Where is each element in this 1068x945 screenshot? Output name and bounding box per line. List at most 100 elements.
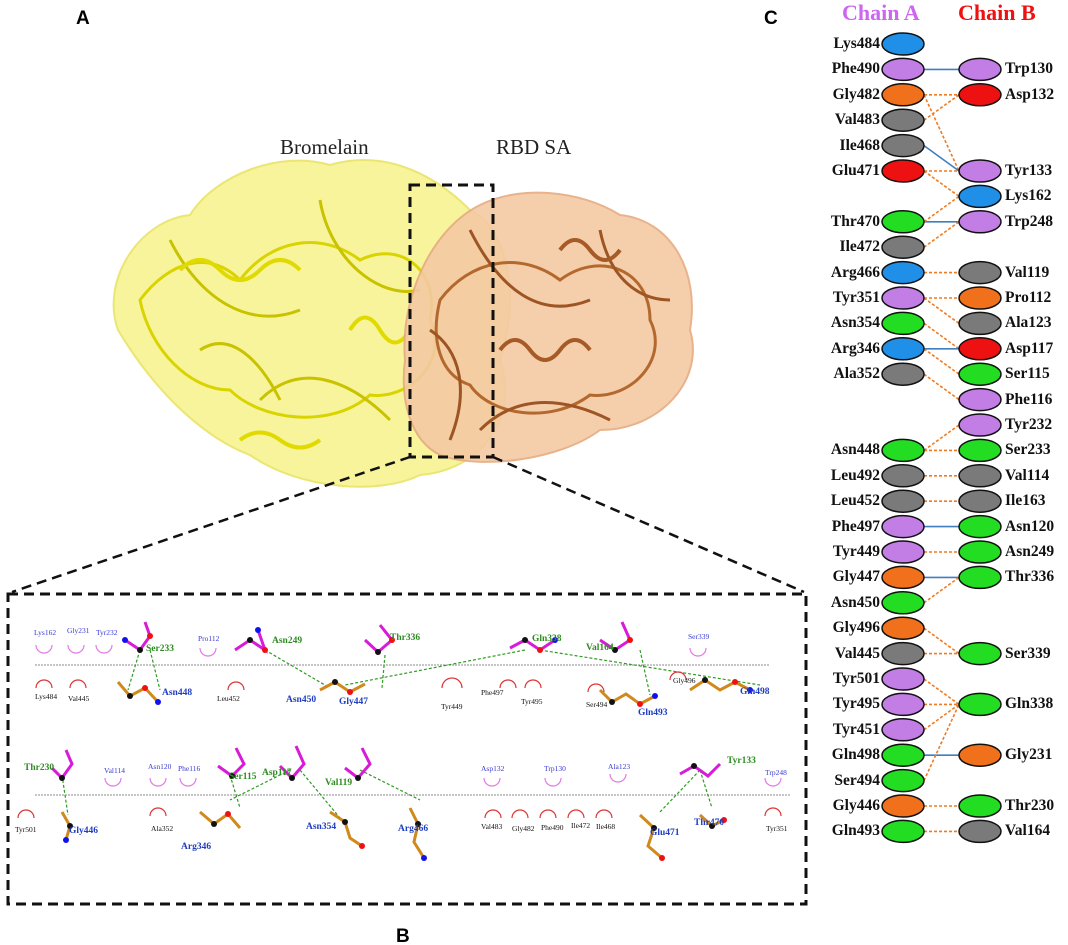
ligplot-top-hydrophobic-residue: Tyr449	[441, 702, 463, 711]
interface-contact-lines	[923, 68, 960, 833]
ligplot-bottom-hbond-residue: Asp117	[262, 768, 292, 778]
chain-b-residue: Gly231	[1005, 746, 1053, 764]
chain-a-residue: Leu492	[830, 466, 880, 484]
ligplot-bottom-hydrophobic-residue: Phe116	[178, 764, 201, 773]
residue-ellipse	[881, 235, 925, 259]
residue-ellipse	[958, 692, 1002, 717]
ligplot-bottom-hbond-residue: Gly446	[69, 826, 99, 836]
ligplot-bottom-hydrophobic-residue: Val114	[104, 766, 125, 775]
residue-ellipse	[881, 311, 925, 336]
ligplot-bottom-hydrophobic-residue: Tyr501	[15, 825, 37, 834]
chain-b-residue-ellipses	[958, 57, 1002, 844]
residue-ellipse	[958, 387, 1002, 412]
residue-ellipse	[881, 337, 925, 361]
panel-letter-a: A	[76, 8, 90, 29]
chain-a-residue: Lys484	[833, 35, 880, 52]
residue-ellipse	[881, 768, 925, 793]
residue-ellipse	[958, 464, 1002, 488]
chain-a-residue: Tyr351	[832, 289, 880, 306]
residue-ellipse	[881, 57, 925, 82]
residue-ellipse	[881, 210, 925, 234]
zoom-line-left	[11, 455, 411, 594]
chain-b-residue: Asn249	[1005, 543, 1055, 560]
residue-ellipse	[881, 286, 925, 310]
residue-ellipse	[881, 565, 925, 590]
chain-a-residue: Val445	[834, 644, 880, 662]
contact-line	[923, 348, 960, 375]
chain-b-residue: Asp132	[1005, 85, 1055, 103]
chain-a-residue: Arg466	[830, 263, 880, 281]
residue-ellipse	[958, 210, 1002, 234]
chain-b-residue: Val114	[1005, 466, 1050, 484]
residue-ellipse	[958, 311, 1002, 336]
residue-ellipse	[958, 514, 1002, 539]
ligplot-ligands-orange	[60, 678, 751, 860]
residue-ellipse	[958, 184, 1002, 209]
ligplot-top-hydrophobic-residue: Lys484	[35, 692, 58, 701]
chain-b-residue: Tyr133	[1005, 162, 1053, 179]
contact-line	[923, 424, 960, 452]
ligplot-top-hydrophobic-residue: Ser494	[586, 700, 608, 709]
contact-line	[923, 627, 960, 655]
ligplot-bottom-hydrophobic-residue: Tyr351	[766, 824, 788, 833]
chain-a-residue: Gln493	[831, 822, 880, 840]
chain-b-residue: Ser115	[1005, 365, 1050, 383]
chain-a-residue: Tyr451	[832, 720, 880, 738]
residue-ellipse	[881, 540, 925, 564]
contact-line	[923, 94, 960, 172]
bromelain-label: Bromelain	[280, 135, 369, 159]
ligplot-top-hydrophobic-residue: Gly496	[673, 676, 696, 685]
chain-a-residue: Gly446	[832, 797, 880, 814]
chain-a-header: Chain A	[842, 0, 920, 25]
residue-ellipse	[958, 286, 1002, 310]
chain-b-residue: Asp117	[1005, 339, 1054, 357]
residue-ellipse	[881, 692, 925, 717]
chain-b-residue: Asn120	[1005, 517, 1055, 535]
ligplot-top-hbond-residue: Gln498	[740, 687, 770, 697]
chain-a-residue: Thr470	[830, 212, 880, 230]
contact-line	[923, 373, 960, 401]
ligplot-top-hbond-residue: Thr336	[390, 633, 421, 643]
ligplot-hbonds	[61, 649, 761, 819]
ligplot-bottom-hydrophobic-residue: Gly482	[512, 824, 535, 833]
chain-a-residue: Asn448	[830, 441, 880, 459]
ligplot-bottom-hydrophobic-residue: Trp248	[765, 768, 787, 777]
chain-a-residue: Glu471	[831, 162, 880, 179]
hydrophobic-arcs-pink	[35, 644, 782, 787]
ligplot-top-hbond-residue: Val164	[586, 643, 614, 653]
contact-line	[923, 703, 960, 731]
residue-ellipse	[958, 57, 1002, 82]
ligplot-bottom-hydrophobic-residue: Asn120	[148, 762, 172, 771]
interface-box	[408, 183, 495, 459]
rbd-label: RBD SA	[496, 135, 572, 159]
ligplot-top-hydrophobic-residue: Tyr232	[96, 628, 118, 637]
ligplot-top-hydrophobic-residue: Phe497	[481, 688, 504, 697]
chain-b-residue: Ile163	[1005, 492, 1046, 510]
ligplot-top-hbond-residue: Asn448	[162, 688, 193, 698]
residue-ellipse	[881, 489, 925, 513]
ligplot-atoms	[59, 627, 753, 861]
chain-b-residue: Ala123	[1005, 314, 1052, 332]
ligplot-top-hbond-residue: Gln493	[638, 708, 668, 718]
chain-b-residue: Phe116	[1005, 390, 1053, 408]
ligplot-frame	[6, 592, 808, 906]
residue-ellipse	[958, 362, 1002, 386]
residue-ellipse	[958, 819, 1002, 844]
chain-b-residue: Gln338	[1005, 695, 1054, 713]
residue-ellipse	[881, 718, 925, 742]
chain-a-residue: Tyr495	[832, 695, 880, 713]
chain-a-residue: Gln498	[831, 746, 880, 764]
chain-a-residue: Ala352	[833, 365, 881, 383]
chain-a-residue-ellipses	[881, 32, 925, 844]
chain-a-residue: Gly482	[832, 85, 880, 103]
ligplot-bottom-hydrophobic-residue: Ile468	[596, 822, 616, 831]
chain-a-residue: Phe490	[831, 60, 880, 78]
residue-ellipse	[881, 743, 925, 767]
residue-ellipse	[881, 514, 925, 539]
residue-ellipse	[881, 591, 925, 615]
ligplot-bottom-hbond-residue: Thr230	[24, 763, 55, 773]
ligplot-top-hydrophobic-residue: Lys162	[34, 628, 57, 637]
residue-ellipse	[881, 159, 925, 183]
ligplot-top-hbond-residue: Asn249	[272, 636, 303, 646]
